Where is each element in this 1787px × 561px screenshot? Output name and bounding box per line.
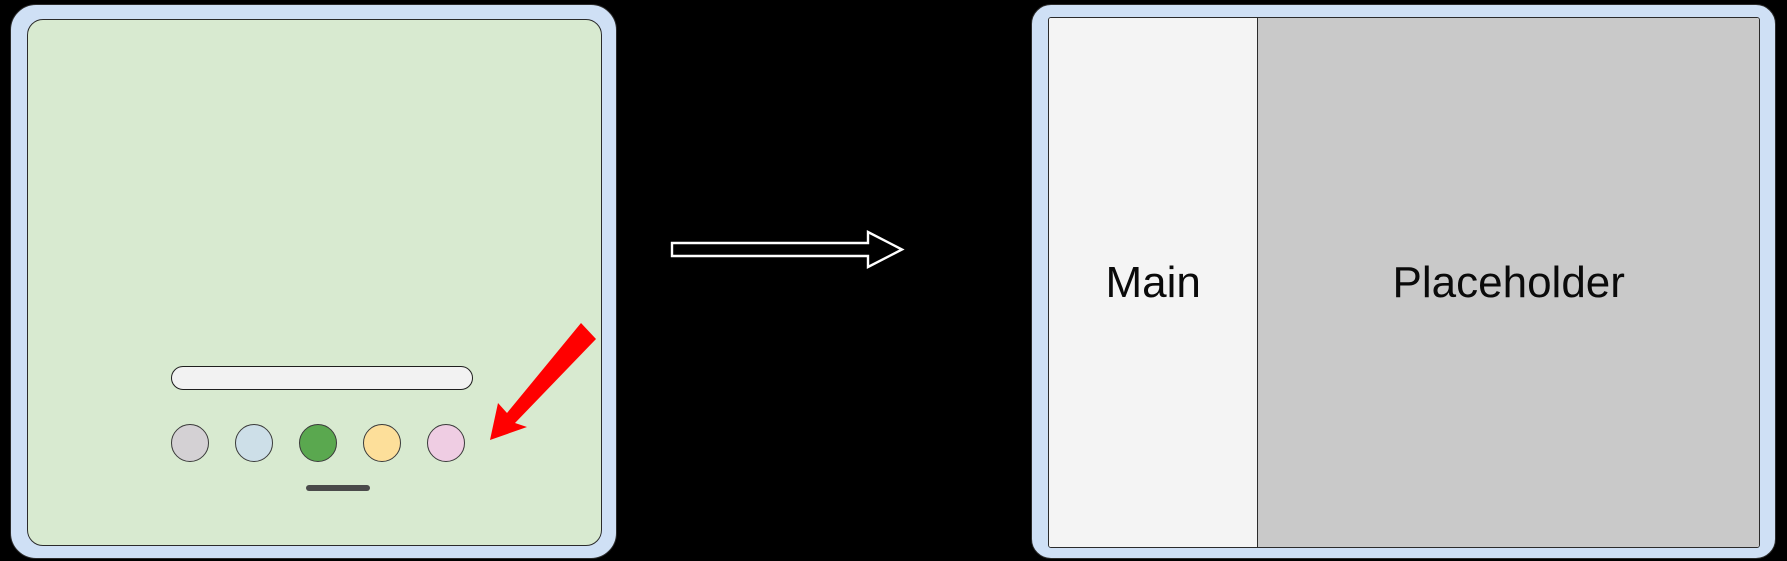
transition-arrow-icon bbox=[670, 230, 905, 269]
app-icon-1[interactable] bbox=[171, 424, 209, 462]
tablet-screen-after: Main Placeholder bbox=[1048, 17, 1760, 548]
home-indicator[interactable] bbox=[306, 485, 370, 491]
tablet-device-after: Main Placeholder bbox=[1031, 4, 1776, 559]
app-icon-5[interactable] bbox=[427, 424, 465, 462]
tablet-screen-before bbox=[27, 19, 602, 546]
pane-main-label: Main bbox=[1105, 257, 1201, 307]
app-icon-3[interactable] bbox=[299, 424, 337, 462]
dock-icon-row bbox=[171, 420, 491, 468]
tablet-device-before bbox=[10, 4, 617, 559]
app-icon-4[interactable] bbox=[363, 424, 401, 462]
pane-placeholder-label: Placeholder bbox=[1392, 257, 1625, 307]
pane-placeholder[interactable]: Placeholder bbox=[1258, 18, 1759, 547]
pane-main[interactable]: Main bbox=[1049, 18, 1259, 547]
app-icon-2[interactable] bbox=[235, 424, 273, 462]
search-input[interactable] bbox=[171, 366, 473, 390]
